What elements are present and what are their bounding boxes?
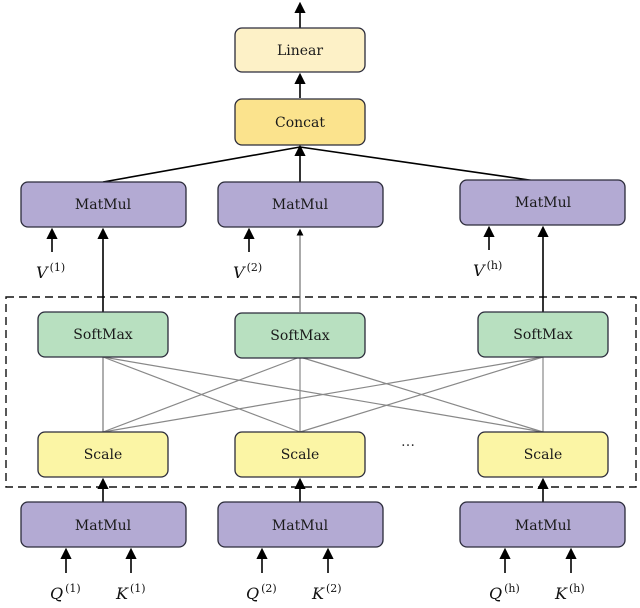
matmul-bottom-h-label: MatMul [515,518,572,534]
linear-box: Linear [234,27,366,73]
softmax-1-label: SoftMax [73,327,133,343]
matmul-bottom-2-label: MatMul [272,518,329,534]
ellipsis: … [401,434,415,450]
matmul-to-concat-lines [102,146,544,183]
matmul-top-2: MatMul [217,181,384,228]
scale-h: Scale [477,431,609,478]
matmul-top-1: MatMul [20,181,187,228]
dashed-region [5,296,637,488]
q-label-h: Q(h) [489,582,520,603]
k-label-2: K(2) [311,582,342,603]
k-label-1: K(1) [115,582,146,603]
cross-connections [102,356,544,433]
matmul-top-h-label: MatMul [515,195,572,211]
v-arrows [46,225,495,252]
matmul-to-scale-arrows [97,477,549,502]
matmul-top-1-label: MatMul [75,197,132,213]
concat-label: Concat [275,115,325,131]
softmax-1: SoftMax [37,311,169,358]
k-label-h: K(h) [554,582,585,603]
scale-1-label: Scale [84,447,123,463]
scale-1: Scale [37,431,169,478]
softmax-h: SoftMax [477,311,609,358]
matmul-bottom-h: MatMul [459,501,626,548]
concat-box: Concat [234,98,366,146]
linear-label: Linear [277,43,323,59]
scale-2-label: Scale [281,447,320,463]
matmul-top-h: MatMul [459,179,626,226]
softmax-to-matmul-arrows [97,225,549,312]
scale-2: Scale [234,431,366,478]
v-label-h: V(h) [473,259,502,280]
softmax-2: SoftMax [234,312,366,359]
q-label-1: Q(1) [50,582,81,603]
softmax-2-label: SoftMax [270,328,330,344]
matmul-bottom-2: MatMul [217,501,384,548]
matmul-top-2-label: MatMul [272,197,329,213]
matmul-bottom-1-label: MatMul [75,518,132,534]
matmul-bottom-1: MatMul [20,501,187,548]
q-label-2: Q(2) [246,582,277,603]
qk-arrows [60,547,577,573]
softmax-h-label: SoftMax [513,327,573,343]
v-label-2: V(2) [233,261,262,282]
scale-h-label: Scale [524,447,563,463]
v-label-1: V(1) [36,261,65,282]
